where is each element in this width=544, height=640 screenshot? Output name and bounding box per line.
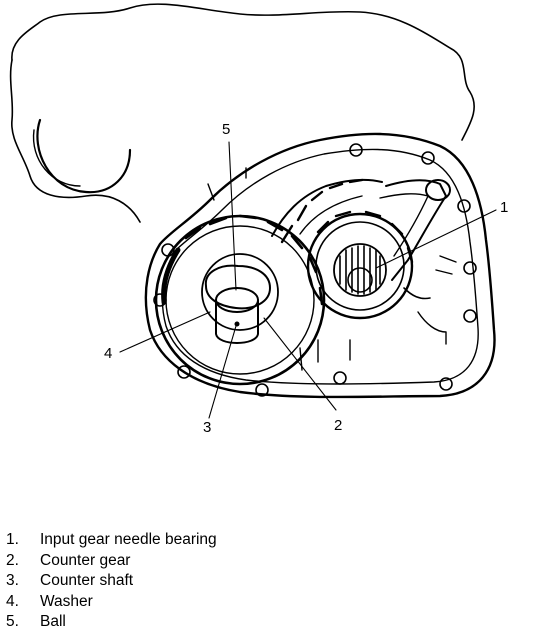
casing-boss (36, 118, 132, 194)
legend-label: Input gear needle bearing (40, 531, 217, 548)
gasket-flange (144, 132, 496, 399)
legend-label: Ball (40, 613, 66, 630)
legend-item: 2. Counter gear (6, 551, 526, 572)
ball (234, 321, 240, 327)
bolt-hole (333, 371, 347, 385)
leader-line-5 (228, 141, 237, 291)
counter-gear-teeth (184, 214, 324, 306)
bolt-hole (463, 261, 477, 275)
legend-item: 3. Counter shaft (6, 571, 526, 592)
callout-2: 2 (334, 417, 342, 434)
leader-line-2 (263, 317, 337, 411)
legend-label: Counter shaft (40, 572, 134, 589)
bolt-hole (177, 365, 191, 379)
legend-number: 4. (6, 592, 19, 610)
callout-4: 4 (104, 345, 112, 362)
transmission-diagram: 1 2 3 4 5 (9, 3, 508, 436)
bolt-hole (463, 309, 477, 323)
input-gear (306, 212, 414, 320)
counter-gear-hub (201, 253, 279, 331)
legend-number: 5. (6, 613, 19, 630)
legend-item: 5. Ball (6, 612, 526, 633)
legend-number: 3. (6, 572, 19, 589)
legend-item: 1. Input gear needle bearing (6, 530, 526, 551)
callout-3: 3 (203, 419, 211, 436)
casing-outline-left (9, 59, 141, 223)
bolt-hole (439, 377, 453, 391)
legend-number: 2. (6, 551, 19, 569)
parts-legend: 1. Input gear needle bearing 2. Counter ge… (6, 530, 526, 633)
counter-gear (154, 214, 326, 386)
washer (204, 264, 271, 310)
bolt-hole (421, 151, 435, 165)
legend-label: Washer (40, 592, 93, 610)
counter-shaft (215, 299, 259, 344)
callout-5: 5 (222, 121, 230, 138)
leader-line-4 (119, 311, 211, 353)
bolt-hole (255, 383, 269, 397)
callout-1: 1 (500, 199, 508, 216)
shift-rail (385, 179, 447, 281)
bolt-hole (457, 199, 471, 213)
legend-number: 1. (6, 531, 19, 548)
leader-line-3 (208, 325, 237, 419)
bolt-hole (349, 143, 363, 157)
casing-outline (11, 3, 475, 141)
input-gear-teeth (316, 210, 414, 264)
legend-item: 4. Washer (6, 592, 526, 613)
leader-line-1 (375, 209, 497, 269)
legend-label: Counter gear (40, 551, 131, 569)
rail-end (425, 179, 451, 201)
needle-bearing (333, 243, 387, 297)
